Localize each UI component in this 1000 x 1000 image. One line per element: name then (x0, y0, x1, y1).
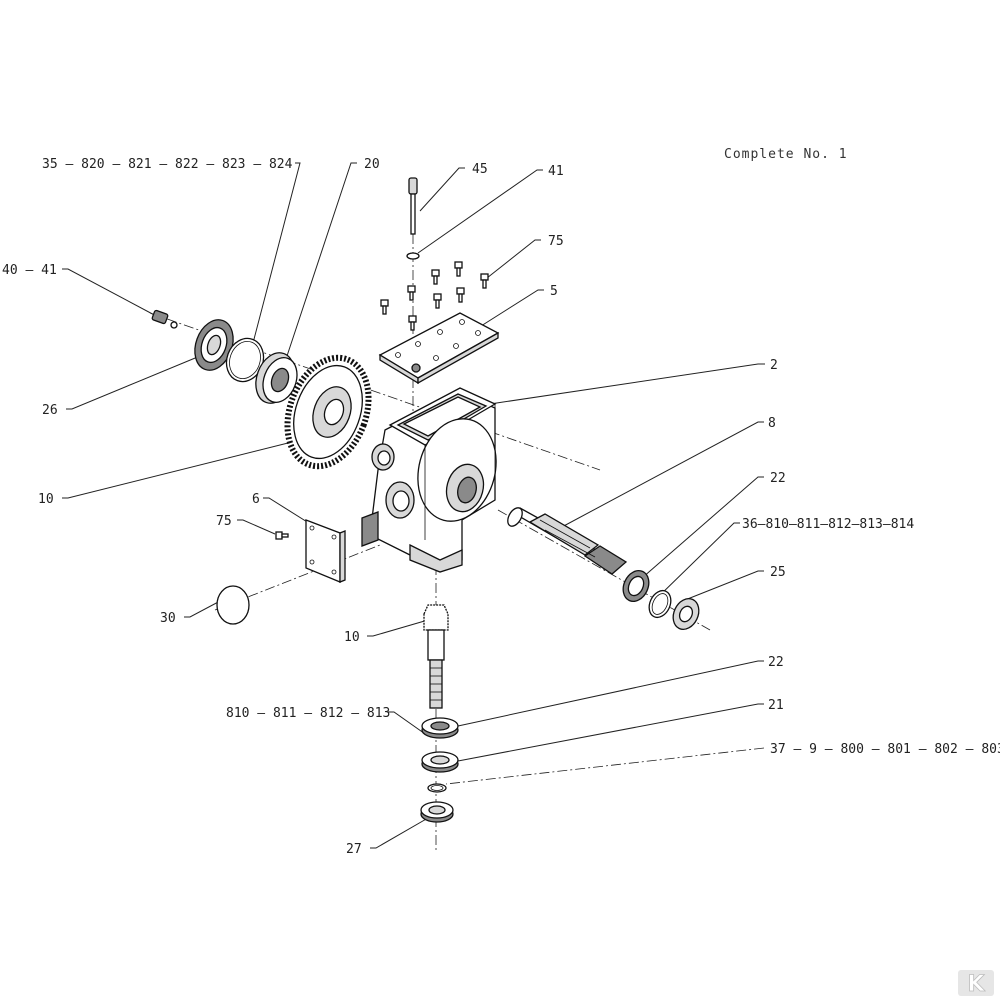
callout-26: 26 (42, 403, 58, 418)
bearing-part-22a (622, 569, 650, 603)
callout-labels: 35 — 820 — 821 — 822 — 823 — 824 20 45 4… (2, 157, 1000, 857)
callout-10-pinion: 10 (344, 630, 360, 645)
callout-41: 41 (548, 164, 564, 179)
screw-part-75-side (275, 531, 289, 540)
callout-5: 5 (550, 284, 558, 299)
callout-36: 36—810—811—812—813—814 (742, 517, 914, 532)
side-plate-part-6 (305, 519, 346, 583)
cap-part-30 (216, 585, 250, 625)
bearing-part-20 (255, 352, 298, 404)
callout-27: 27 (346, 842, 362, 857)
seal-part-26 (194, 319, 234, 371)
input-shaft-part-8 (507, 507, 628, 575)
cover-plate-part-5 (378, 312, 500, 385)
callout-810: 810 — 811 — 812 — 813 (226, 706, 390, 721)
callout-10-crown: 10 (38, 492, 54, 507)
bearing-part-22b (421, 717, 459, 739)
pinion-shaft-part-10 (423, 604, 449, 709)
brand-logo: K (958, 970, 994, 997)
callout-37: 37 — 9 — 800 — 801 — 802 — 803 (770, 742, 1000, 757)
seal-part-25 (672, 597, 700, 631)
plug-part (151, 309, 178, 329)
seal-part-21 (421, 751, 459, 773)
callout-6: 6 (252, 492, 260, 507)
callout-21: 21 (768, 698, 784, 713)
callout-2: 2 (770, 358, 778, 373)
callout-22-horizontal: 22 (770, 471, 786, 486)
callout-25: 25 (770, 565, 786, 580)
callout-75-side: 75 (216, 514, 232, 529)
callout-75-top: 75 (548, 234, 564, 249)
dipstick-part-45 (408, 177, 418, 235)
diagram-title: Complete No. 1 (724, 147, 848, 162)
oring-part-41 (406, 252, 420, 260)
circlip-part-36 (648, 589, 672, 619)
callout-35: 35 — 820 — 821 — 822 — 823 — 824 (42, 157, 293, 172)
callout-40-41: 40 — 41 (2, 263, 57, 278)
brand-logo-letter: K (967, 972, 985, 997)
leader-lines (62, 162, 765, 849)
callout-45: 45 (472, 162, 488, 177)
screws-part-75 (380, 261, 489, 331)
crown-gear-part-10 (284, 354, 372, 470)
circlip-part-37 (427, 783, 447, 793)
callout-30: 30 (160, 611, 176, 626)
callout-20: 20 (364, 157, 380, 172)
gearbox-housing-part-2 (361, 387, 497, 573)
callout-22-vertical: 22 (768, 655, 784, 670)
callout-8: 8 (768, 416, 776, 431)
seal-part-27 (420, 801, 454, 823)
